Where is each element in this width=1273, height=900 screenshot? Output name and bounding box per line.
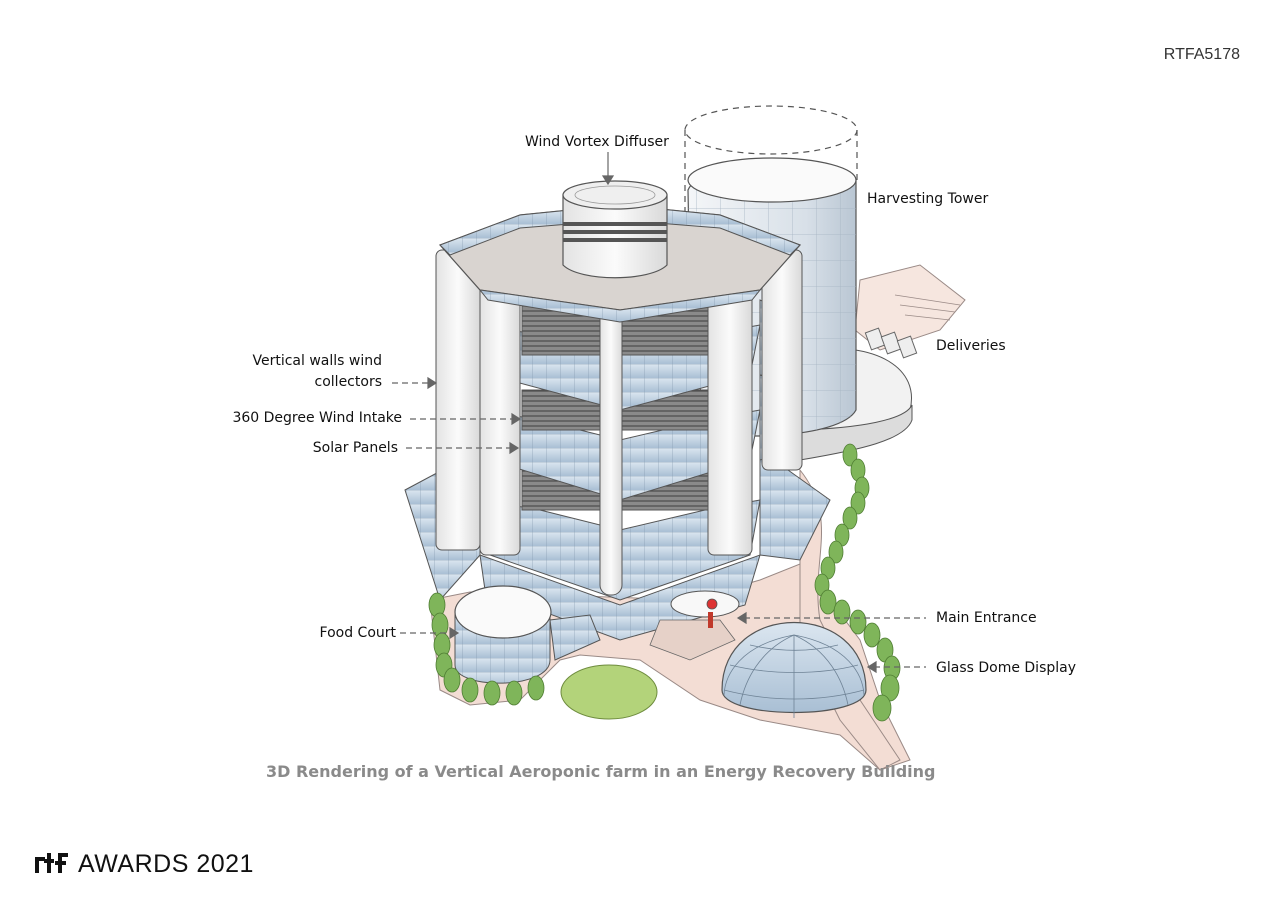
trees xyxy=(428,443,901,722)
figure-caption: 3D Rendering of a Vertical Aeroponic far… xyxy=(266,762,936,781)
label-vertical-walls-line1: Vertical walls wind xyxy=(252,353,382,369)
glass-dome xyxy=(721,621,867,718)
vertical-wall-collectors xyxy=(435,249,803,596)
reference-code: RTFA5178 xyxy=(1163,46,1240,63)
wind-vortex-diffuser-drum xyxy=(562,180,668,279)
delivery-trucks xyxy=(864,327,918,359)
label-harvesting-tower: Harvesting Tower xyxy=(867,191,989,207)
label-food-court: Food Court xyxy=(319,625,396,641)
leader-lines xyxy=(392,152,926,674)
logo-text: AWARDS 2021 xyxy=(78,850,254,878)
tower-dashed-top xyxy=(684,105,858,155)
lawn-circle xyxy=(560,664,658,720)
lower-right-wing xyxy=(759,449,831,561)
label-deliveries: Deliveries xyxy=(936,338,1006,354)
rtf-logo-icon xyxy=(35,852,68,873)
footer-logo: AWARDS 2021 xyxy=(34,850,254,879)
main-entrance-canopy xyxy=(649,590,740,661)
label-main-entrance: Main Entrance xyxy=(936,610,1037,626)
label-solar-panels: Solar Panels xyxy=(312,440,398,456)
label-glass-dome: Glass Dome Display xyxy=(936,660,1077,676)
food-court-building xyxy=(454,585,601,684)
label-vertical-walls-line2: collectors xyxy=(314,374,382,390)
label-wind-intake: 360 Degree Wind Intake xyxy=(232,410,402,426)
label-wind-vortex-diffuser: Wind Vortex Diffuser xyxy=(525,134,669,150)
